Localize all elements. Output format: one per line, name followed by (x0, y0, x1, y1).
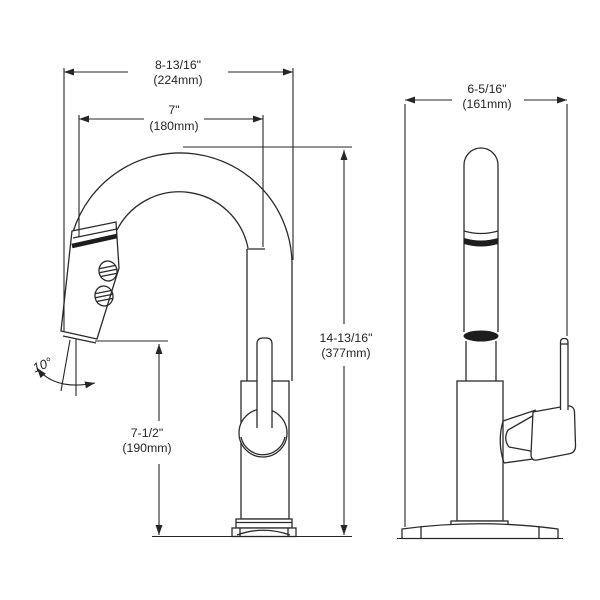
side-body (456, 380, 504, 522)
dim-spray-angle: 10° (30, 354, 96, 389)
spout-reach-imperial-label: 7" (168, 103, 179, 117)
dim-overall-width: 8-13/16" (224mm) (63, 58, 294, 331)
side-handle-grip (530, 405, 577, 461)
side-spout-seam (463, 230, 499, 235)
spout-clearance-metric-label: (190mm) (122, 441, 171, 455)
base-width-imperial-label: 6-5/16" (467, 82, 506, 96)
spray-head-separator (72, 228, 118, 239)
spout-inner-curve (116, 191, 249, 249)
spout-outer-curve (72, 152, 293, 381)
spray-angle-label: 10° (30, 354, 54, 375)
deck-plate (401, 523, 559, 540)
front-view (60, 152, 352, 538)
side-handle-lever (559, 337, 569, 410)
overall-height-imperial-label: 14-13/16" (320, 331, 373, 345)
spray-head-band (71, 233, 118, 249)
spout-clearance-imperial-label: 7-1/2" (131, 426, 163, 440)
overall-height-metric-label: (377mm) (321, 346, 370, 360)
dim-spout-clearance: 7-1/2" (190mm) (95, 340, 172, 535)
side-spout-capsule (463, 147, 499, 332)
base-flange-upper (235, 518, 293, 529)
dim-spout-reach: 7" (180mm) (78, 103, 264, 247)
spout-reach-metric-label: (180mm) (149, 119, 198, 133)
dim-overall-height: 14-13/16" (377mm) (183, 146, 373, 535)
side-spout-collar (463, 330, 499, 342)
overall-width-metric-label: (224mm) (153, 73, 202, 87)
side-neck (465, 341, 497, 381)
base-dome-curve (236, 529, 291, 536)
spray-button-lower (94, 285, 114, 307)
handle-joint-inner-arc (240, 436, 286, 456)
angle-arc-arrow (36, 367, 96, 389)
spray-button-upper (98, 260, 118, 282)
nozzle-line (62, 335, 97, 344)
overall-width-imperial-label: 8-13/16" (155, 58, 201, 72)
base-flange-lower (231, 527, 297, 538)
side-spout-band (464, 238, 498, 247)
handle-lever (256, 337, 273, 428)
spray-head (60, 221, 120, 340)
dim-base-width: 6-5/16" (161mm) (404, 82, 568, 527)
base-width-metric-label: (161mm) (462, 97, 511, 111)
side-view (397, 147, 577, 540)
